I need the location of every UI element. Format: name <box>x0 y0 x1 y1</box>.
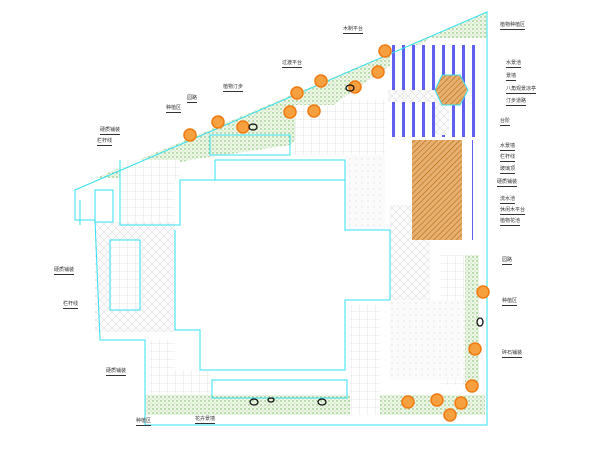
label-garden-path-left: 园路 <box>187 95 198 103</box>
label-garden-path-right: 园路 <box>502 257 513 265</box>
label-water-pool: 水景池 <box>506 60 522 68</box>
label-gravel-paving: 碎石铺装 <box>502 350 523 358</box>
label-pavilion: 八角观景凉亭 <box>506 86 537 94</box>
label-hard-paving-bottom: 硬质铺装 <box>106 368 127 376</box>
label-glass-roof: 玻璃顶 <box>500 166 516 174</box>
label-flower-wall: 花卉景墙 <box>195 416 216 424</box>
label-planting-left: 种植区 <box>166 105 182 113</box>
label-hard-paving-left-mid: 硬质铺装 <box>54 267 75 275</box>
steps-path <box>435 100 449 135</box>
label-wood-deck: 木制平台 <box>343 26 364 34</box>
label-water-wall: 水景墙 <box>500 143 516 151</box>
label-hard-paving-left-top: 硬质铺装 <box>100 127 121 135</box>
courtyard <box>175 180 345 370</box>
planting-zone-south <box>145 395 485 415</box>
label-hard-paving-right: 硬质铺装 <box>497 179 518 187</box>
label-steps: 台阶 <box>500 118 511 126</box>
label-planting-bottom: 种植区 <box>136 418 152 426</box>
stepping-path <box>388 90 443 102</box>
label-stepping-path: 汀步道路 <box>506 98 527 106</box>
label-planting-right: 种植区 <box>502 298 518 306</box>
label-railing-right: 栏杆线 <box>500 154 516 162</box>
hard-paving-wood <box>412 140 462 240</box>
water-wall <box>465 140 473 240</box>
label-flower-bed: 植物花池 <box>500 218 521 226</box>
building-outline <box>74 11 488 426</box>
label-stepping-stones: 植物汀步 <box>223 84 244 92</box>
label-planting-zone-top: 植物种植区 <box>500 22 526 30</box>
label-transition-deck: 过渡平台 <box>282 60 303 68</box>
rocks <box>248 84 484 406</box>
label-leisure-deck: 休闲木平台 <box>500 207 526 215</box>
label-railing-left-mid: 栏杆线 <box>63 301 79 309</box>
octagon-pavilion <box>434 74 469 106</box>
label-railing-left-top: 栏杆线 <box>97 138 113 146</box>
label-landscape-wall: 景墙 <box>506 73 517 81</box>
label-fountain: 流水池 <box>500 196 516 204</box>
